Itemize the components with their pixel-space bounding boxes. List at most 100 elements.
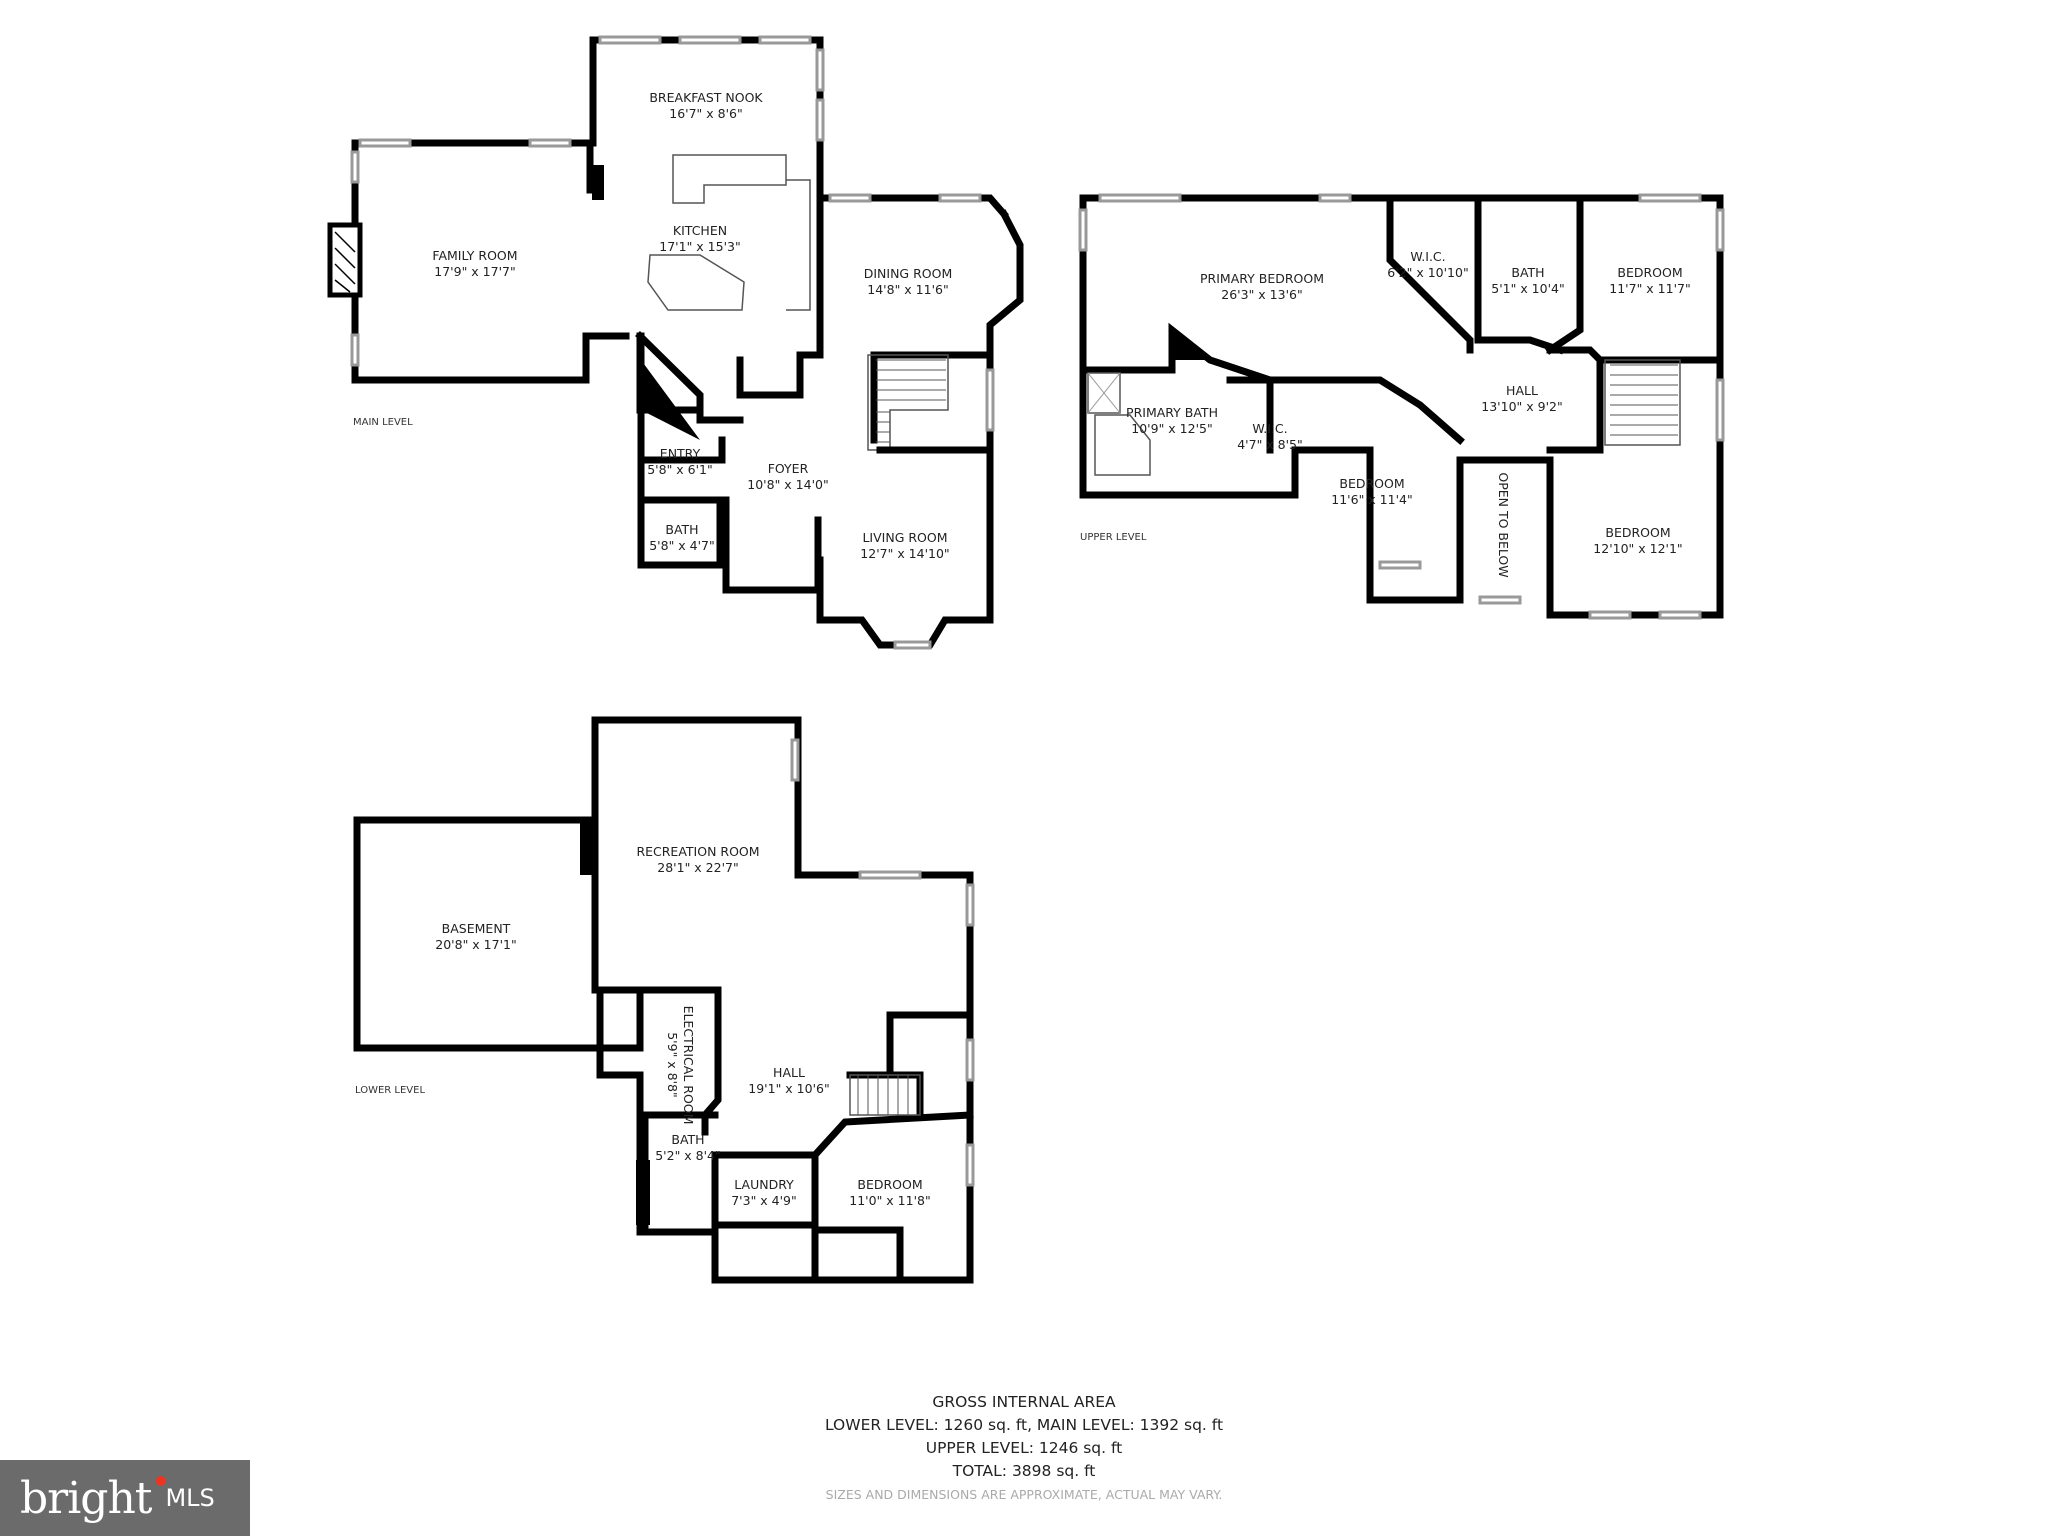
recreation-room-dims: 28'1" x 22'7": [657, 860, 738, 875]
area-summary-line1: LOWER LEVEL: 1260 sq. ft, MAIN LEVEL: 13…: [824, 1416, 1224, 1434]
lower-level-label: LOWER LEVEL: [355, 1085, 425, 1096]
kitchen-dims: 17'1" x 15'3": [659, 239, 740, 254]
level-labels: MAIN LEVEL UPPER LEVEL LOWER LEVEL: [353, 417, 1147, 1096]
main-level-label: MAIN LEVEL: [353, 417, 413, 428]
svg-text:MAIN LEVEL: MAIN LEVEL: [353, 417, 413, 428]
open-to-below-label: OPEN TO BELOW: [1496, 472, 1511, 577]
svg-text:12'10" x 12'1": 12'10" x 12'1": [1593, 541, 1682, 556]
breakfast-nook-dims: 16'7" x 8'6": [669, 106, 742, 121]
svg-text:LOWER LEVEL: LOWER LEVEL: [355, 1085, 425, 1096]
svg-text:13'10" x 9'2": 13'10" x 9'2": [1481, 399, 1562, 414]
svg-text:LAUNDRY: LAUNDRY: [734, 1177, 794, 1192]
primary-bedroom-name: PRIMARY BEDROOM: [1200, 271, 1324, 286]
primary-bedroom-dims: 26'3" x 13'6": [1221, 287, 1302, 302]
bedroom-lower-dims: 11'0" x 11'8": [849, 1193, 930, 1208]
breakfast-nook-name: BREAKFAST NOOK: [649, 90, 763, 105]
svg-text:FAMILY ROOM: FAMILY ROOM: [432, 248, 517, 263]
svg-text:4'7" x 8'5": 4'7" x 8'5": [1237, 437, 1303, 452]
svg-text:5'1" x 10'4": 5'1" x 10'4": [1491, 281, 1564, 296]
laundry-name: LAUNDRY: [734, 1177, 794, 1192]
svg-text:10'8" x 14'0": 10'8" x 14'0": [747, 477, 828, 492]
living-room-dims: 12'7" x 14'10": [860, 546, 949, 561]
svg-text:BATH: BATH: [671, 1132, 704, 1147]
basement-name: BASEMENT: [442, 921, 511, 936]
svg-text:5'2" x 8'4": 5'2" x 8'4": [655, 1148, 721, 1163]
svg-text:PRIMARY BATH: PRIMARY BATH: [1126, 405, 1218, 420]
svg-text:12'7" x 14'10": 12'7" x 14'10": [860, 546, 949, 561]
svg-text:W.I.C.: W.I.C.: [1410, 249, 1445, 264]
upper-hall-dims: 13'10" x 9'2": [1481, 399, 1562, 414]
svg-text:BEDROOM: BEDROOM: [1605, 525, 1670, 540]
wic-upper-2-name: W.I.C.: [1252, 421, 1287, 436]
svg-text:11'0" x 11'8": 11'0" x 11'8": [849, 1193, 930, 1208]
svg-text:PRIMARY BEDROOM: PRIMARY BEDROOM: [1200, 271, 1324, 286]
basement-dims: 20'8" x 17'1": [435, 937, 516, 952]
logo-suffix: MLS: [165, 1484, 215, 1512]
main-bath-name: BATH: [665, 522, 698, 537]
svg-text:BATH: BATH: [665, 522, 698, 537]
entry-dims: 5'8" x 6'1": [647, 462, 713, 477]
svg-text:BREAKFAST NOOK: BREAKFAST NOOK: [649, 90, 763, 105]
foyer-dims: 10'8" x 14'0": [747, 477, 828, 492]
svg-text:BATH: BATH: [1511, 265, 1544, 280]
bedroom-upper-1-dims: 11'7" x 11'7": [1609, 281, 1690, 296]
svg-text:HALL: HALL: [773, 1065, 805, 1080]
room-labels: BREAKFAST NOOK 16'7" x 8'6" FAMILY ROOM …: [432, 90, 1690, 1208]
wic-upper-1-dims: 6'2" x 10'10": [1387, 265, 1468, 280]
electrical-room-name: ELECTRICAL ROOM: [681, 1006, 696, 1125]
recreation-room-name: RECREATION ROOM: [636, 844, 759, 859]
svg-text:RECREATION ROOM: RECREATION ROOM: [636, 844, 759, 859]
svg-text:HALL: HALL: [1506, 383, 1538, 398]
bedroom-upper-2-dims: 11'6" x 11'4": [1331, 492, 1412, 507]
main-level-plan: [327, 35, 1024, 650]
svg-text:5'8" x 6'1": 5'8" x 6'1": [647, 462, 713, 477]
upper-hall-name: HALL: [1506, 383, 1538, 398]
svg-text:14'8" x 11'6": 14'8" x 11'6": [867, 282, 948, 297]
area-disclaimer: SIZES AND DIMENSIONS ARE APPROXIMATE, AC…: [825, 1487, 1223, 1502]
dining-room-dims: 14'8" x 11'6": [867, 282, 948, 297]
svg-text:ENTRY: ENTRY: [660, 446, 701, 461]
svg-text:6'2" x 10'10": 6'2" x 10'10": [1387, 265, 1468, 280]
primary-bath-dims: 10'9" x 12'5": [1131, 421, 1212, 436]
bedroom-upper-1-name: BEDROOM: [1617, 265, 1682, 280]
svg-text:W.I.C.: W.I.C.: [1252, 421, 1287, 436]
area-summary-line2: UPPER LEVEL: 1246 sq. ft: [925, 1439, 1123, 1457]
svg-text:20'8" x 17'1": 20'8" x 17'1": [435, 937, 516, 952]
svg-text:5'9" x 8'8": 5'9" x 8'8": [665, 1032, 680, 1098]
foyer-name: FOYER: [768, 461, 809, 476]
wic-upper-1-name: W.I.C.: [1410, 249, 1445, 264]
upper-level-label: UPPER LEVEL: [1080, 532, 1147, 543]
upper-bath-dims: 5'1" x 10'4": [1491, 281, 1564, 296]
kitchen-name: KITCHEN: [673, 223, 727, 238]
family-room-dims: 17'9" x 17'7": [434, 264, 515, 279]
electrical-room-dims: 5'9" x 8'8": [665, 1032, 680, 1098]
lower-bath-name: BATH: [671, 1132, 704, 1147]
svg-text:BEDROOM: BEDROOM: [1617, 265, 1682, 280]
bedroom-upper-3-name: BEDROOM: [1605, 525, 1670, 540]
family-room-name: FAMILY ROOM: [432, 248, 517, 263]
main-bath-dims: 5'8" x 4'7": [649, 538, 715, 553]
svg-text:5'8" x 4'7": 5'8" x 4'7": [649, 538, 715, 553]
svg-text:11'6" x 11'4": 11'6" x 11'4": [1331, 492, 1412, 507]
svg-text:19'1" x 10'6": 19'1" x 10'6": [748, 1081, 829, 1096]
upper-level-plan: [1078, 193, 1725, 620]
area-summary: GROSS INTERNAL AREA LOWER LEVEL: 1260 sq…: [0, 1391, 2048, 1506]
lower-hall-dims: 19'1" x 10'6": [748, 1081, 829, 1096]
svg-text:FOYER: FOYER: [768, 461, 809, 476]
logo-dot-icon: [156, 1476, 166, 1486]
area-summary-line3: TOTAL: 3898 sq. ft: [952, 1462, 1096, 1480]
bedroom-lower-name: BEDROOM: [857, 1177, 922, 1192]
living-room-name: LIVING ROOM: [862, 530, 947, 545]
lower-bath-dims: 5'2" x 8'4": [655, 1148, 721, 1163]
svg-text:ELECTRICAL ROOM: ELECTRICAL ROOM: [681, 1006, 696, 1125]
svg-text:OPEN TO BELOW: OPEN TO BELOW: [1496, 472, 1511, 577]
svg-text:17'9" x 17'7": 17'9" x 17'7": [434, 264, 515, 279]
svg-text:BASEMENT: BASEMENT: [442, 921, 511, 936]
svg-text:17'1" x 15'3": 17'1" x 15'3": [659, 239, 740, 254]
laundry-dims: 7'3" x 4'9": [731, 1193, 797, 1208]
upper-bath-name: BATH: [1511, 265, 1544, 280]
svg-text:BEDROOM: BEDROOM: [857, 1177, 922, 1192]
svg-text:UPPER LEVEL: UPPER LEVEL: [1080, 532, 1147, 543]
dining-room-name: DINING ROOM: [864, 266, 953, 281]
